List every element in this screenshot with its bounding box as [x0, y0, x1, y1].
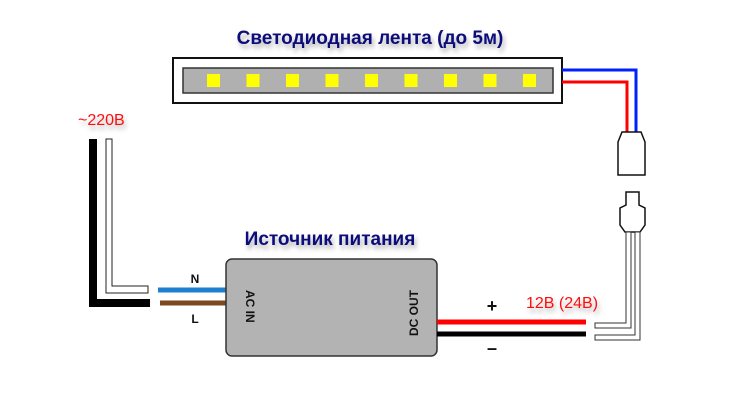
plus-label: +	[487, 296, 498, 316]
output-voltage-label: 12В (24В)	[526, 295, 598, 312]
led-chip	[444, 74, 457, 87]
line-label: L	[191, 312, 198, 326]
power-supply	[225, 258, 438, 357]
female-connector	[617, 131, 646, 176]
strip-title: Светодиодная лента (до 5м)	[237, 28, 504, 49]
led-chip	[523, 74, 536, 87]
neutral-label: N	[191, 272, 200, 286]
led-chip	[483, 74, 497, 87]
led-chip	[404, 74, 418, 87]
led-chip	[325, 74, 339, 87]
strip-wires	[562, 68, 638, 132]
led-chip	[246, 74, 260, 87]
minus-label: –	[487, 338, 497, 358]
psu-title: Источник питания	[245, 229, 416, 250]
mains-cable	[89, 138, 150, 307]
led-chip	[365, 74, 378, 87]
led-strip	[172, 57, 563, 104]
dc-out-label: DC OUT	[407, 289, 421, 336]
led-chip	[286, 74, 299, 87]
led-chip	[207, 74, 220, 87]
mains-voltage-label: ~220В	[78, 112, 125, 129]
male-connector	[619, 191, 646, 233]
connector-wires	[594, 231, 641, 341]
ac-in-label: AC IN	[243, 290, 257, 323]
